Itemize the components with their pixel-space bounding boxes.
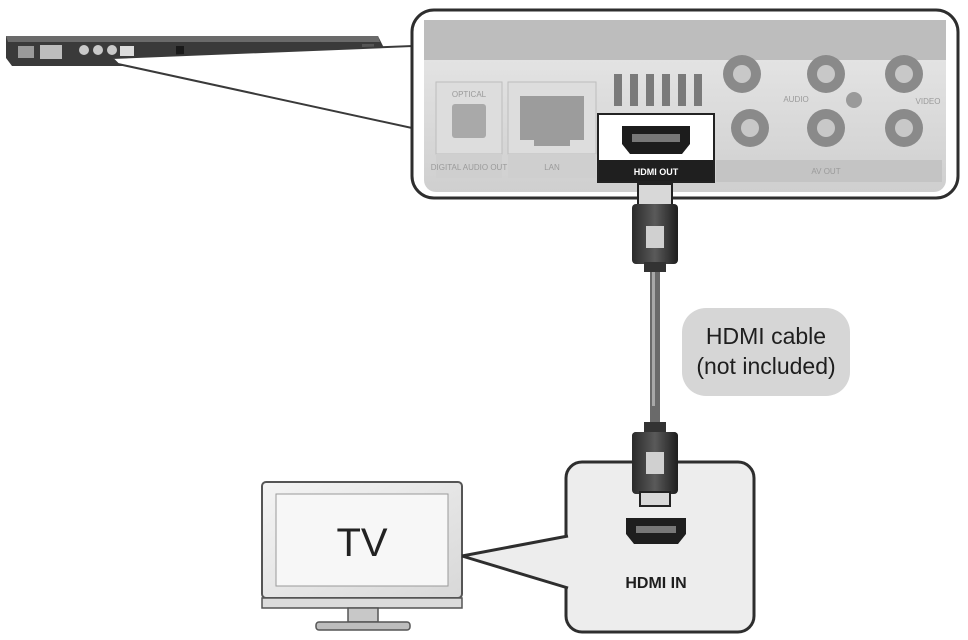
hdmi-plug-bottom-front (632, 406, 678, 507)
tv-device: TV (261, 481, 463, 631)
lan-label: LAN (544, 163, 560, 172)
audio-label: AUDIO (783, 95, 808, 104)
cable-callout: HDMI cable (not included) (682, 308, 850, 396)
hdmi-in-callout: HDMI IN (461, 460, 756, 634)
hdmi-in-port (626, 518, 686, 544)
hdmi-in-label: HDMI IN (625, 575, 686, 592)
rear-panel-zoom: OPTICAL DIGITAL AUDIO OUT LAN (410, 8, 960, 200)
optical-label: OPTICAL (452, 90, 487, 99)
video-label: VIDEO (916, 97, 941, 106)
tv-label: TV (336, 521, 387, 565)
lan-port: LAN (507, 81, 597, 178)
vent-slots (614, 74, 702, 106)
av-out-label: AV OUT (811, 167, 840, 176)
optical-port: OPTICAL DIGITAL AUDIO OUT (431, 81, 508, 178)
av-out-ports: AUDIO VIDEO AV OUT (716, 55, 942, 182)
digital-audio-out-label: DIGITAL AUDIO OUT (431, 163, 508, 172)
hdmi-plug-top (632, 183, 678, 272)
hdmi-out-port: HDMI OUT (597, 113, 715, 183)
hdmi-out-label: HDMI OUT (634, 167, 679, 177)
cable-callout-line1: HDMI cable (706, 323, 826, 349)
cable-callout-line2: (not included) (696, 353, 835, 379)
zoom-callout-wedge (109, 44, 413, 130)
